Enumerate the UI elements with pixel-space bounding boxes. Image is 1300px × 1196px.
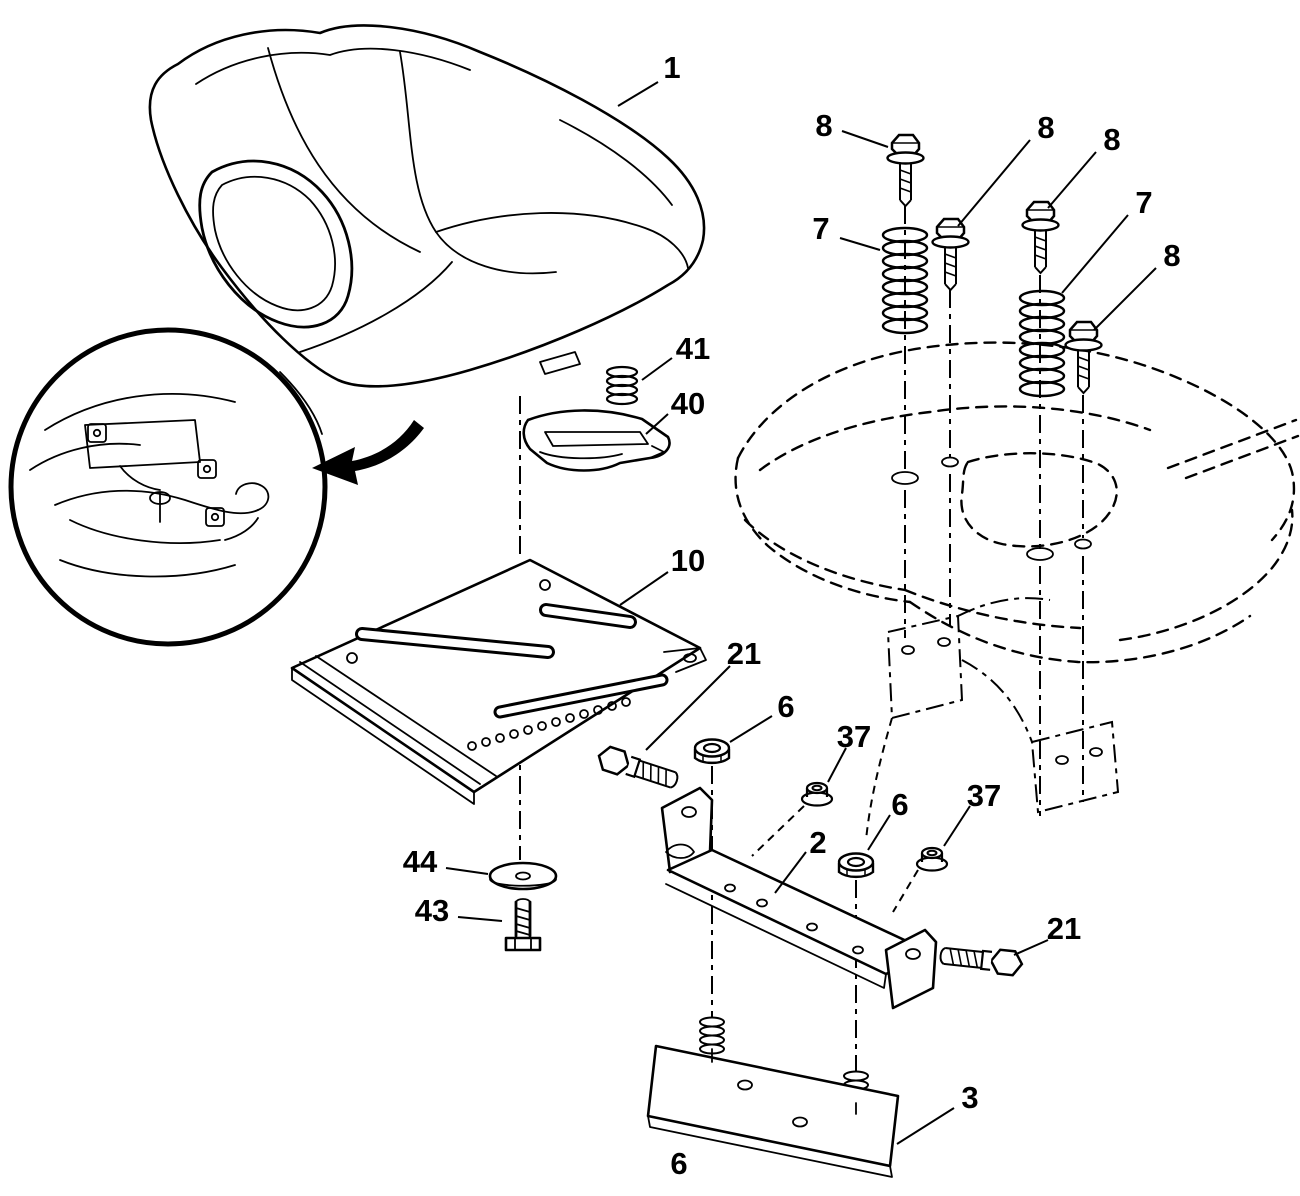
callout-label: 8 xyxy=(1163,238,1180,273)
callout-6-left: 6 xyxy=(729,689,795,743)
callout-40: 40 xyxy=(645,386,705,435)
callout-label: 8 xyxy=(1103,122,1120,157)
mounting-plate-3 xyxy=(646,1016,900,1178)
callout-43: 43 xyxy=(415,893,503,928)
adjustment-clip-40 xyxy=(522,409,671,472)
callout-label: 6 xyxy=(777,689,794,724)
callout-21-right: 21 xyxy=(1013,911,1081,956)
callout-label: 7 xyxy=(812,211,829,246)
callout-label: 37 xyxy=(967,778,1001,813)
shoulder-screw-43 xyxy=(504,898,542,952)
callout-37-left: 37 xyxy=(827,719,871,783)
callout-label: 6 xyxy=(891,787,908,822)
callout-label: 8 xyxy=(815,108,832,143)
flange-bolt-8-top-mid xyxy=(931,217,970,292)
seat-pan-adjustment-holes xyxy=(467,697,631,751)
callout-label: 10 xyxy=(671,543,705,578)
callout-1: 1 xyxy=(617,50,681,107)
seat-pan-10 xyxy=(290,558,707,805)
callout-label: 21 xyxy=(727,636,761,671)
callout-41: 41 xyxy=(641,331,710,381)
callout-21-left: 21 xyxy=(645,636,761,751)
compression-spring-41 xyxy=(605,365,639,406)
callout-label: 1 xyxy=(663,50,680,85)
callout-37-right: 37 xyxy=(943,778,1001,847)
lock-nut-6-left xyxy=(693,738,731,765)
callout-label: 44 xyxy=(403,844,438,879)
nut-37-alignment-line xyxy=(892,869,919,913)
flange-bolt-8-top-right xyxy=(1021,200,1060,275)
callout-7-left: 7 xyxy=(812,211,881,251)
callout-7-right: 7 xyxy=(1061,185,1153,294)
fender-hole xyxy=(891,471,919,485)
seat-latch-detail-inset xyxy=(8,327,328,647)
callout-6-bottom: 6 xyxy=(670,1146,687,1181)
flange-nut-37-right xyxy=(915,846,949,872)
fender-chassis-outline xyxy=(734,341,1300,664)
fender-hole xyxy=(1026,547,1054,561)
callout-2: 2 xyxy=(774,825,827,894)
callout-label: 37 xyxy=(837,719,871,754)
shoulder-bolt-21-left xyxy=(594,743,682,794)
callout-8-top-mid: 8 xyxy=(957,110,1055,227)
callout-label: 3 xyxy=(961,1080,978,1115)
callout-3: 3 xyxy=(896,1080,979,1145)
callout-label: 6 xyxy=(670,1146,687,1181)
callout-44: 44 xyxy=(403,844,489,879)
frame-support-bracket-dashed xyxy=(865,597,1120,841)
fender-hole xyxy=(1074,538,1092,550)
callout-label: 40 xyxy=(671,386,705,421)
inset-pointer-arrow-icon xyxy=(312,420,424,485)
fender-hole xyxy=(941,456,959,468)
nut-37-alignment-line xyxy=(751,805,805,857)
callout-label: 41 xyxy=(676,331,710,366)
callout-6-right: 6 xyxy=(867,787,909,851)
flange-bolt-8-top-left xyxy=(886,133,925,208)
callout-10: 10 xyxy=(619,543,705,606)
callout-8-top-right: 8 xyxy=(1047,122,1121,209)
callout-8-far-right: 8 xyxy=(1093,238,1181,331)
flange-nut-37-left xyxy=(800,781,834,807)
washer-44 xyxy=(488,861,558,891)
callout-8-top-left: 8 xyxy=(815,108,889,148)
lock-nut-6-right xyxy=(837,852,875,879)
shoulder-bolt-21-right xyxy=(938,942,1025,978)
callout-label: 21 xyxy=(1047,911,1081,946)
callouts: 1 8 8 8 7 7 8 41 xyxy=(403,50,1181,1181)
seat xyxy=(148,24,706,388)
flange-bolt-8-far-right xyxy=(1064,320,1103,395)
callout-label: 7 xyxy=(1135,185,1152,220)
seat-bracket-2 xyxy=(660,786,938,1010)
callout-label: 8 xyxy=(1037,110,1054,145)
callout-label: 43 xyxy=(415,893,449,928)
callout-label: 2 xyxy=(809,825,826,860)
